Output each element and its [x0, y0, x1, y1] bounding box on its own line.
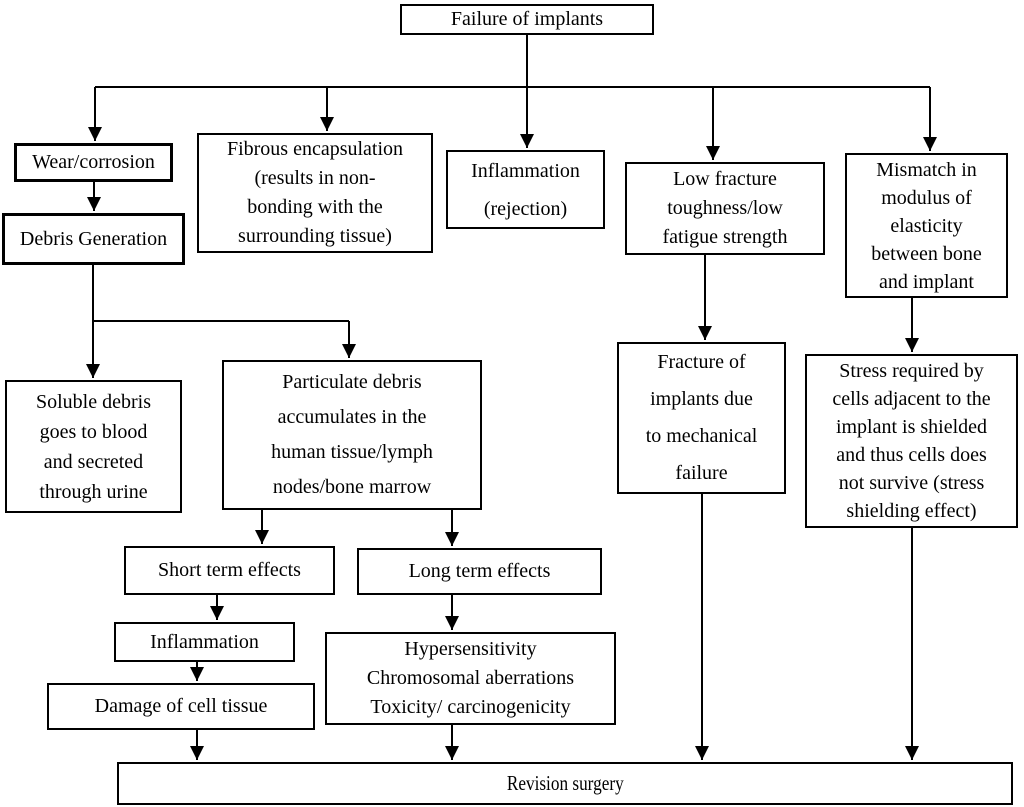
- node-wear-corrosion: Wear/corrosion: [14, 143, 173, 182]
- node-inflammation-rejection: Inflammation (rejection): [446, 150, 605, 229]
- node-low-fracture-toughness: Low fracture toughness/low fatigue stren…: [625, 162, 825, 255]
- node-stress-shielding: Stress required by cells adjacent to the…: [805, 354, 1018, 528]
- node-soluble-debris: Soluble debris goes to blood and secrete…: [5, 380, 182, 513]
- node-debris-generation: Debris Generation: [2, 213, 185, 265]
- node-mismatch-modulus: Mismatch in modulus of elasticity betwee…: [845, 153, 1008, 298]
- node-hypersensitivity: Hypersensitivity Chromosomal aberrations…: [325, 632, 616, 725]
- node-inflammation: Inflammation: [114, 622, 295, 662]
- node-failure-of-implants: Failure of implants: [400, 4, 654, 35]
- node-fracture-mechanical: Fracture of implants due to mechanical f…: [617, 342, 786, 494]
- node-revision-surgery: Revision surgery: [117, 762, 1013, 805]
- node-fibrous-encapsulation: Fibrous encapsulation (results in non- b…: [197, 133, 433, 253]
- revision-surgery-label: Revision surgery: [506, 771, 624, 796]
- node-long-term-effects: Long term effects: [357, 548, 602, 595]
- node-particulate-debris: Particulate debris accumulates in the hu…: [222, 360, 482, 510]
- node-damage-cell-tissue: Damage of cell tissue: [47, 683, 315, 730]
- node-short-term-effects: Short term effects: [124, 546, 335, 595]
